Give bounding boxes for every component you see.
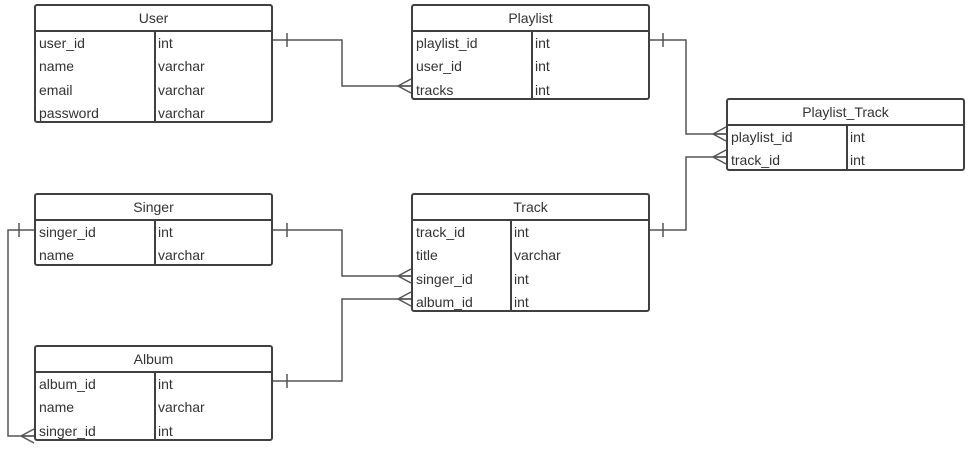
field-name: singer_id — [39, 224, 96, 240]
field-row[interactable]: singer_id int — [413, 268, 648, 291]
field-name: name — [39, 58, 75, 75]
column-divider — [154, 31, 156, 121]
field-name: track_id — [416, 224, 466, 240]
field-type: varchar — [158, 58, 205, 75]
field-name: user_id — [416, 58, 462, 75]
field-row[interactable]: name varchar — [36, 244, 271, 264]
field-row[interactable]: album_id int — [413, 291, 648, 310]
field-name: playlist_id — [731, 129, 793, 145]
column-divider — [154, 220, 156, 264]
field-name: singer_id — [39, 422, 96, 439]
field-name: name — [39, 247, 75, 264]
field-row[interactable]: singer_id int — [36, 420, 271, 439]
entity-user[interactable]: User user_id int name varchar email varchar… — [34, 4, 273, 123]
field-name: password — [39, 104, 99, 121]
field-row[interactable]: name varchar — [36, 55, 271, 78]
field-name: email — [39, 81, 73, 98]
field-type: int — [158, 224, 173, 240]
crows-foot-icon — [20, 428, 35, 444]
connector-playlist-playlisttrack — [650, 33, 727, 142]
field-row[interactable]: playlist_id int — [413, 32, 648, 55]
connector-user-playlist — [272, 33, 412, 94]
connector-album-track — [272, 291, 412, 388]
field-type: varchar — [158, 247, 205, 264]
entity-title: Playlist — [413, 6, 648, 32]
field-name: singer_id — [416, 270, 473, 287]
field-row[interactable]: track_id int — [413, 221, 648, 244]
field-name: album_id — [416, 293, 473, 310]
entity-title: Track — [413, 195, 648, 221]
crows-foot-icon — [712, 126, 727, 142]
field-row[interactable]: track_id int — [728, 149, 963, 169]
field-type: int — [514, 270, 529, 287]
field-type: varchar — [158, 399, 205, 416]
field-type: int — [535, 35, 550, 51]
field-type: int — [158, 35, 173, 51]
field-name: playlist_id — [416, 35, 478, 51]
field-name: title — [416, 247, 438, 264]
field-row[interactable]: user_id int — [36, 32, 271, 55]
crows-foot-icon — [712, 149, 727, 165]
crows-foot-icon — [397, 291, 412, 307]
connector-singer-album — [7, 223, 35, 444]
field-type: varchar — [514, 247, 561, 264]
field-name: user_id — [39, 35, 85, 51]
column-divider — [510, 220, 512, 310]
entity-title: Singer — [36, 195, 271, 221]
entity-singer[interactable]: Singer singer_id int name varchar — [34, 193, 273, 266]
field-type: int — [535, 81, 550, 98]
field-type: varchar — [158, 81, 205, 98]
field-type: int — [850, 152, 865, 169]
field-name: tracks — [416, 81, 454, 98]
column-divider — [846, 125, 848, 169]
crows-foot-icon — [397, 78, 412, 94]
connector-track-playlisttrack — [650, 149, 727, 237]
field-type: int — [850, 129, 865, 145]
entity-title: Playlist_Track — [728, 100, 963, 126]
field-type: varchar — [158, 104, 205, 121]
column-divider — [531, 31, 533, 98]
crows-foot-icon — [397, 268, 412, 284]
field-row[interactable]: playlist_id int — [728, 126, 963, 149]
connector-singer-track — [272, 223, 412, 284]
field-type: int — [535, 58, 550, 75]
entity-title: Album — [36, 347, 271, 373]
field-row[interactable]: singer_id int — [36, 221, 271, 244]
field-row[interactable]: title varchar — [413, 244, 648, 267]
field-row[interactable]: album_id int — [36, 373, 271, 396]
field-type: int — [514, 293, 529, 310]
field-name: track_id — [731, 152, 781, 169]
field-row[interactable]: email varchar — [36, 79, 271, 102]
field-row[interactable]: tracks int — [413, 79, 648, 98]
field-type: int — [514, 224, 529, 240]
field-row[interactable]: user_id int — [413, 55, 648, 78]
field-type: int — [158, 422, 173, 439]
field-name: name — [39, 399, 75, 416]
column-divider — [154, 372, 156, 439]
field-row[interactable]: password varchar — [36, 102, 271, 121]
entity-title: User — [36, 6, 271, 32]
field-type: int — [158, 376, 173, 392]
field-row[interactable]: name varchar — [36, 396, 271, 419]
field-name: album_id — [39, 376, 96, 392]
